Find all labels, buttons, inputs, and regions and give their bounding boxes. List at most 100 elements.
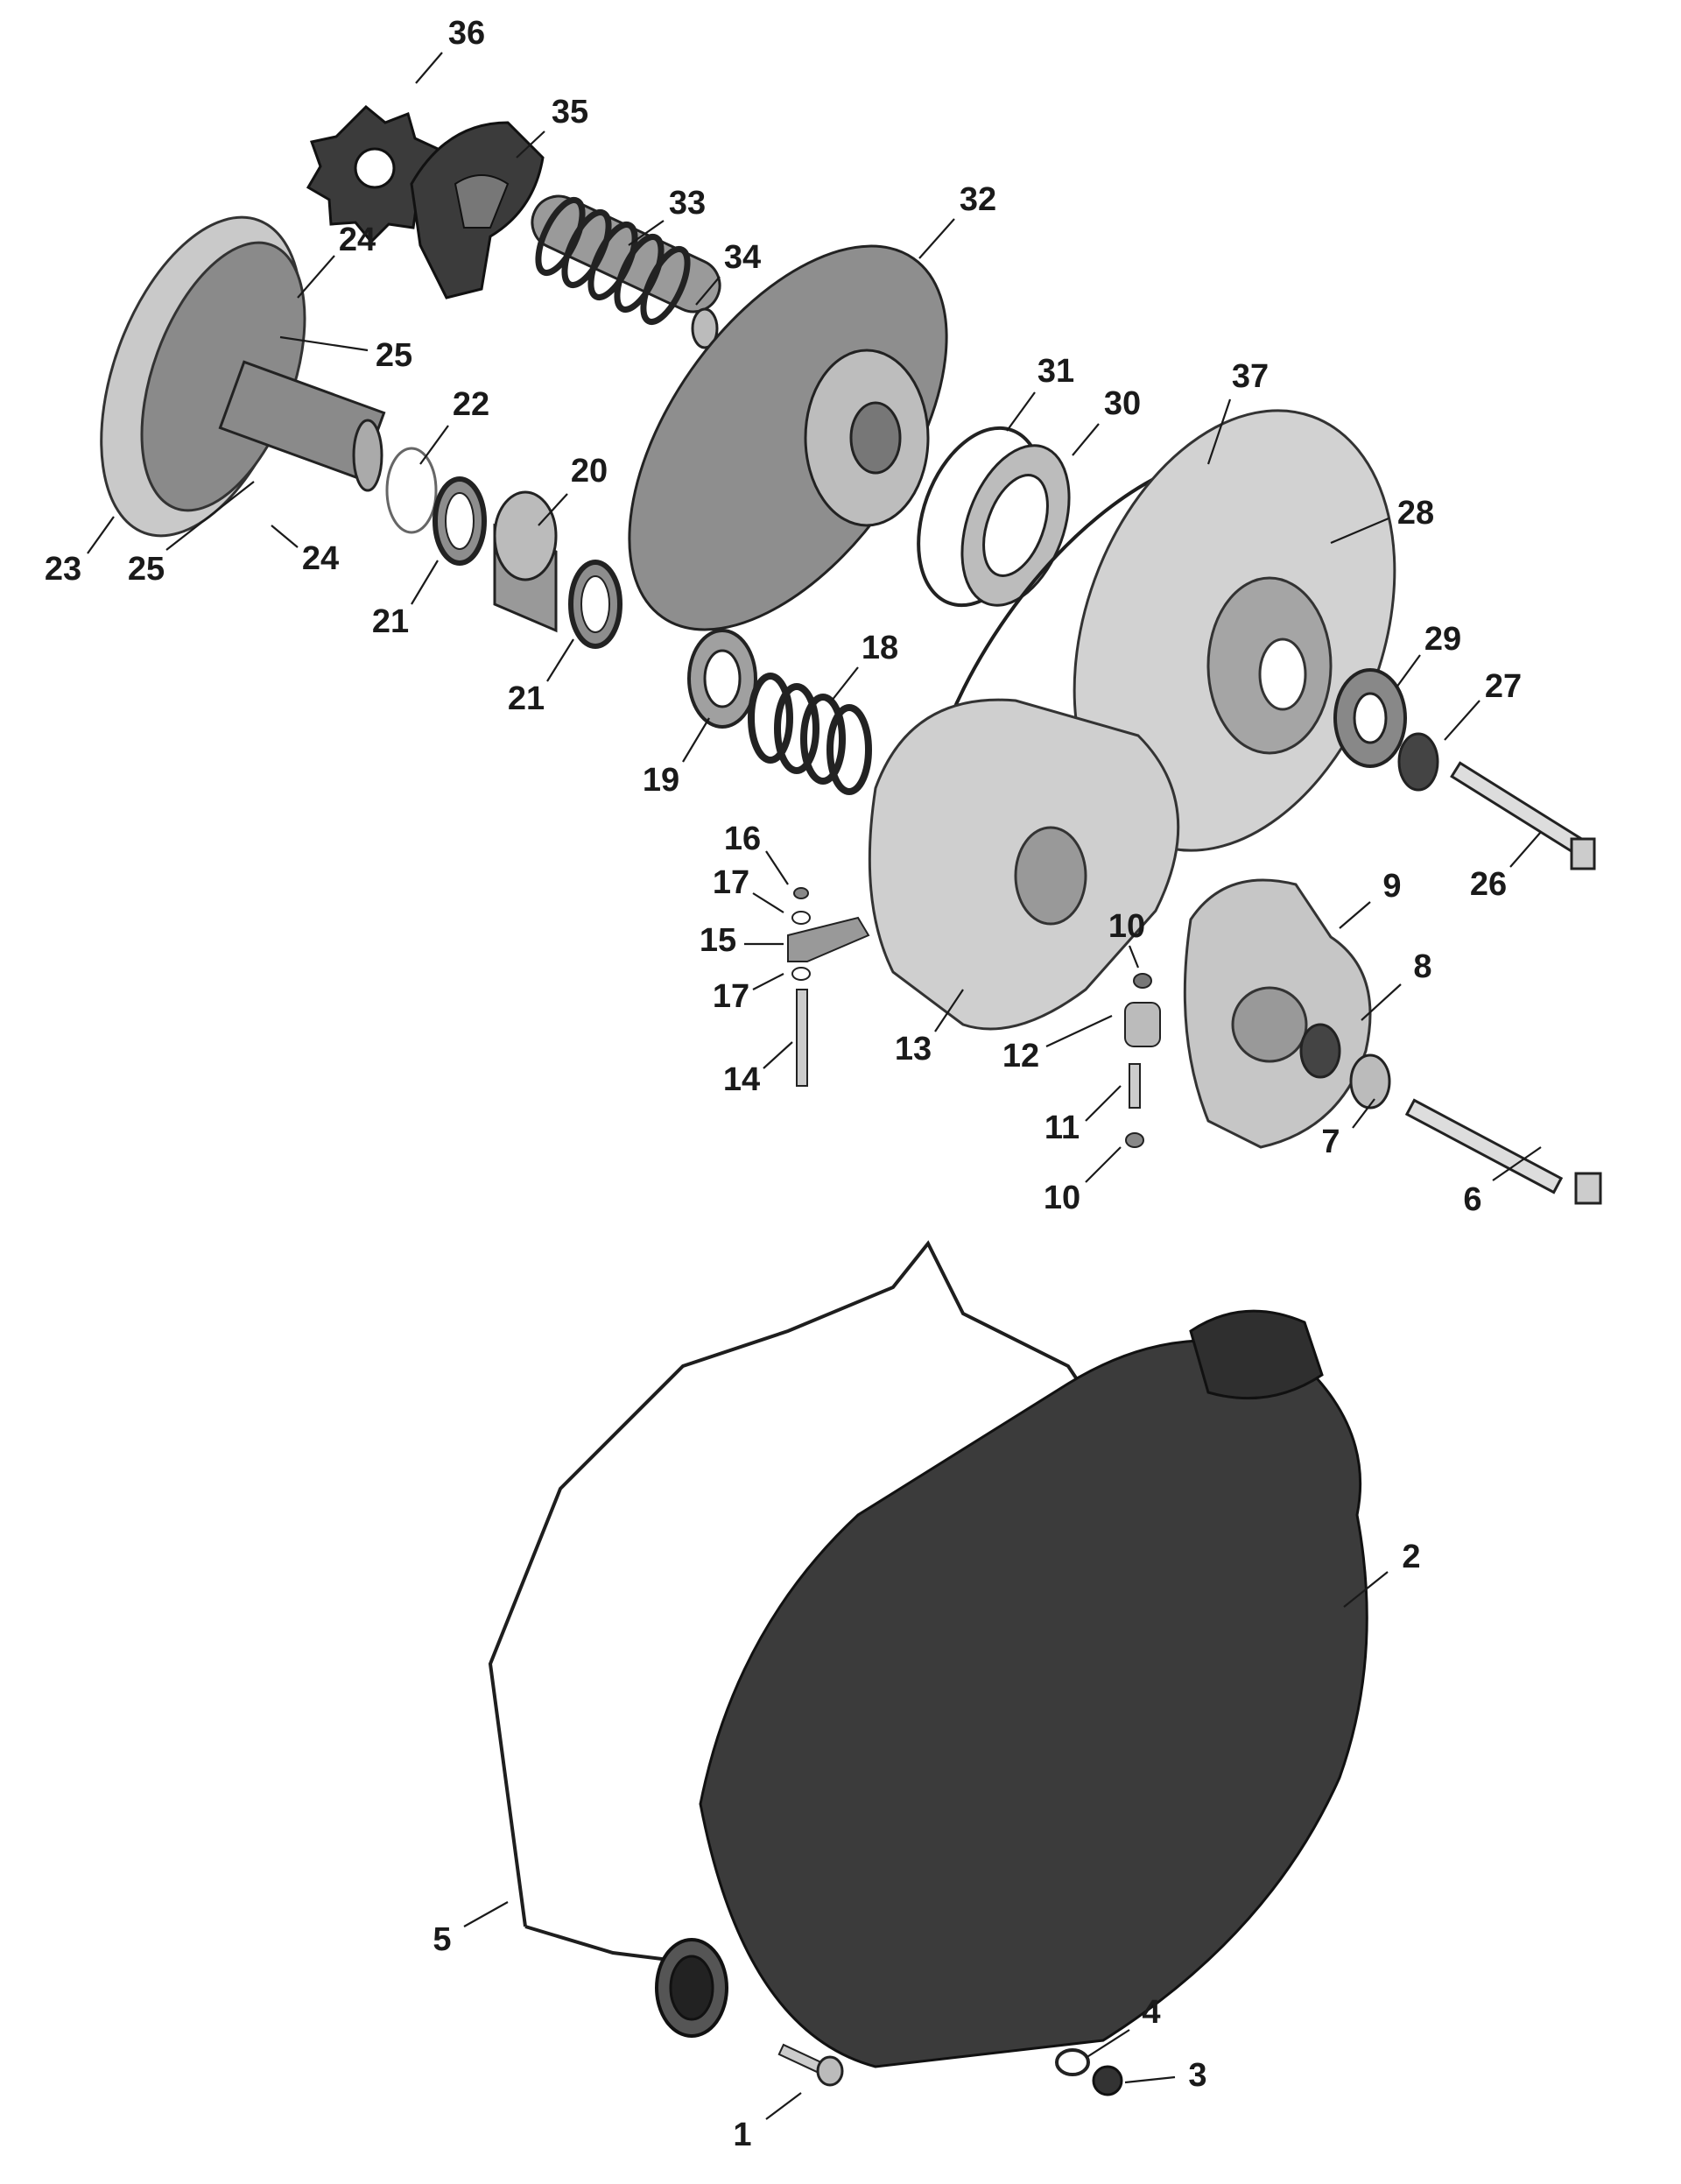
- part-35-cam: [410, 121, 545, 299]
- callout-label-37: 37: [1232, 358, 1269, 395]
- callout-label-24: 24: [302, 540, 339, 577]
- callout-leader-27: [1444, 700, 1481, 741]
- callout-label-10: 10: [1044, 1180, 1080, 1216]
- part-28-secondary-sheave: [1073, 409, 1396, 852]
- callout-leader-6: [1492, 1146, 1542, 1181]
- callout-leader-17: [752, 973, 784, 990]
- callout-label-30: 30: [1104, 385, 1141, 422]
- callout-leader-10: [1085, 1146, 1122, 1183]
- callout-label-10: 10: [1108, 908, 1145, 945]
- callout-leader-32: [918, 218, 955, 259]
- part-9-spider: [1183, 878, 1372, 1149]
- part-30-31-cage: [917, 426, 1071, 608]
- callout-label-11: 11: [1044, 1110, 1080, 1146]
- part-33-spring: [531, 194, 721, 349]
- callout-label-22: 22: [453, 386, 489, 423]
- callout-label-21: 21: [372, 603, 409, 640]
- callout-label-1: 1: [733, 2117, 751, 2153]
- callout-label-14: 14: [723, 1061, 760, 1098]
- callout-leader-4: [1085, 2029, 1130, 2059]
- callout-label-6: 6: [1463, 1181, 1481, 1218]
- part-1-3-4-hardware: [777, 2043, 1123, 2096]
- callout-leader-10: [1128, 945, 1140, 969]
- callout-label-32: 32: [960, 181, 996, 218]
- callout-label-7: 7: [1321, 1124, 1340, 1160]
- callout-label-8: 8: [1413, 948, 1431, 985]
- callout-leader-3: [1124, 2075, 1176, 2084]
- callout-leader-1: [765, 2092, 802, 2120]
- callout-label-17: 17: [713, 978, 749, 1015]
- callout-leader-28: [1330, 517, 1389, 545]
- callout-leader-21: [546, 638, 574, 682]
- callout-leader-23: [87, 516, 115, 554]
- callout-label-35: 35: [552, 94, 588, 130]
- callout-label-17: 17: [713, 864, 749, 901]
- callout-label-28: 28: [1397, 495, 1434, 532]
- callout-label-24: 24: [339, 222, 376, 258]
- callout-label-2: 2: [1402, 1539, 1420, 1575]
- callout-leader-34: [695, 276, 721, 306]
- callout-label-16: 16: [724, 821, 761, 857]
- callout-label-19: 19: [643, 762, 679, 799]
- part-20-22-rings: [385, 447, 622, 649]
- callout-label-23: 23: [45, 551, 81, 588]
- callout-leader-25: [279, 335, 369, 352]
- callout-label-13: 13: [895, 1031, 932, 1067]
- callout-leader-8: [1361, 983, 1402, 1021]
- callout-leader-35: [516, 130, 545, 159]
- callout-label-27: 27: [1485, 668, 1522, 705]
- callout-leader-24: [297, 255, 335, 299]
- callout-leader-7: [1352, 1098, 1375, 1129]
- part-13-primary-housing: [868, 698, 1180, 1031]
- callout-leader-14: [763, 1041, 793, 1069]
- part-2-cover: [655, 1309, 1368, 2068]
- callout-label-36: 36: [448, 15, 485, 52]
- part-29-27-26: [1333, 668, 1596, 870]
- callout-leader-5: [463, 1901, 509, 1927]
- callout-leader-24: [271, 525, 299, 548]
- callout-leader-19: [682, 717, 710, 763]
- callout-leader-21: [411, 560, 439, 605]
- part-18-spring: [748, 673, 872, 795]
- part-32-sheave-disc: [628, 244, 948, 631]
- part-36-star-plate: [306, 104, 442, 244]
- callout-label-12: 12: [1002, 1038, 1039, 1074]
- callout-leader-17: [752, 892, 784, 913]
- part-small-hardware: [787, 887, 1602, 1205]
- callout-label-34: 34: [724, 239, 761, 276]
- part-19-bearing: [687, 629, 757, 729]
- callout-leader-31: [1006, 391, 1036, 432]
- callout-leader-29: [1396, 654, 1421, 688]
- callout-leader-11: [1085, 1085, 1122, 1122]
- callout-leader-2: [1343, 1571, 1389, 1608]
- callout-leader-9: [1339, 901, 1371, 929]
- callout-leader-25: [165, 481, 255, 551]
- callout-leader-26: [1509, 831, 1542, 868]
- callout-label-18: 18: [862, 630, 898, 666]
- callout-leader-33: [628, 220, 665, 246]
- callout-leader-37: [1206, 398, 1232, 465]
- callout-label-26: 26: [1470, 866, 1507, 903]
- callout-label-33: 33: [669, 185, 706, 222]
- callout-label-29: 29: [1424, 621, 1461, 658]
- part-23-ring-gear: [100, 215, 386, 538]
- parts-illustration: [100, 104, 1602, 2096]
- callout-label-21: 21: [508, 680, 545, 717]
- callout-label-4: 4: [1142, 1994, 1160, 2031]
- callout-label-25: 25: [376, 337, 412, 374]
- callout-label-15: 15: [700, 922, 736, 959]
- callout-label-20: 20: [571, 453, 608, 490]
- callout-leader-12: [1045, 1015, 1113, 1047]
- callout-label-9: 9: [1382, 868, 1401, 905]
- callout-label-25: 25: [128, 551, 165, 588]
- callout-label-31: 31: [1037, 353, 1074, 390]
- callout-leader-30: [1072, 423, 1100, 456]
- callout-leader-36: [415, 52, 443, 84]
- callout-leader-22: [419, 425, 449, 465]
- callout-leader-20: [538, 493, 568, 526]
- callout-leader-13: [934, 989, 964, 1032]
- callout-label-3: 3: [1188, 2057, 1206, 2094]
- callout-leader-16: [765, 850, 789, 885]
